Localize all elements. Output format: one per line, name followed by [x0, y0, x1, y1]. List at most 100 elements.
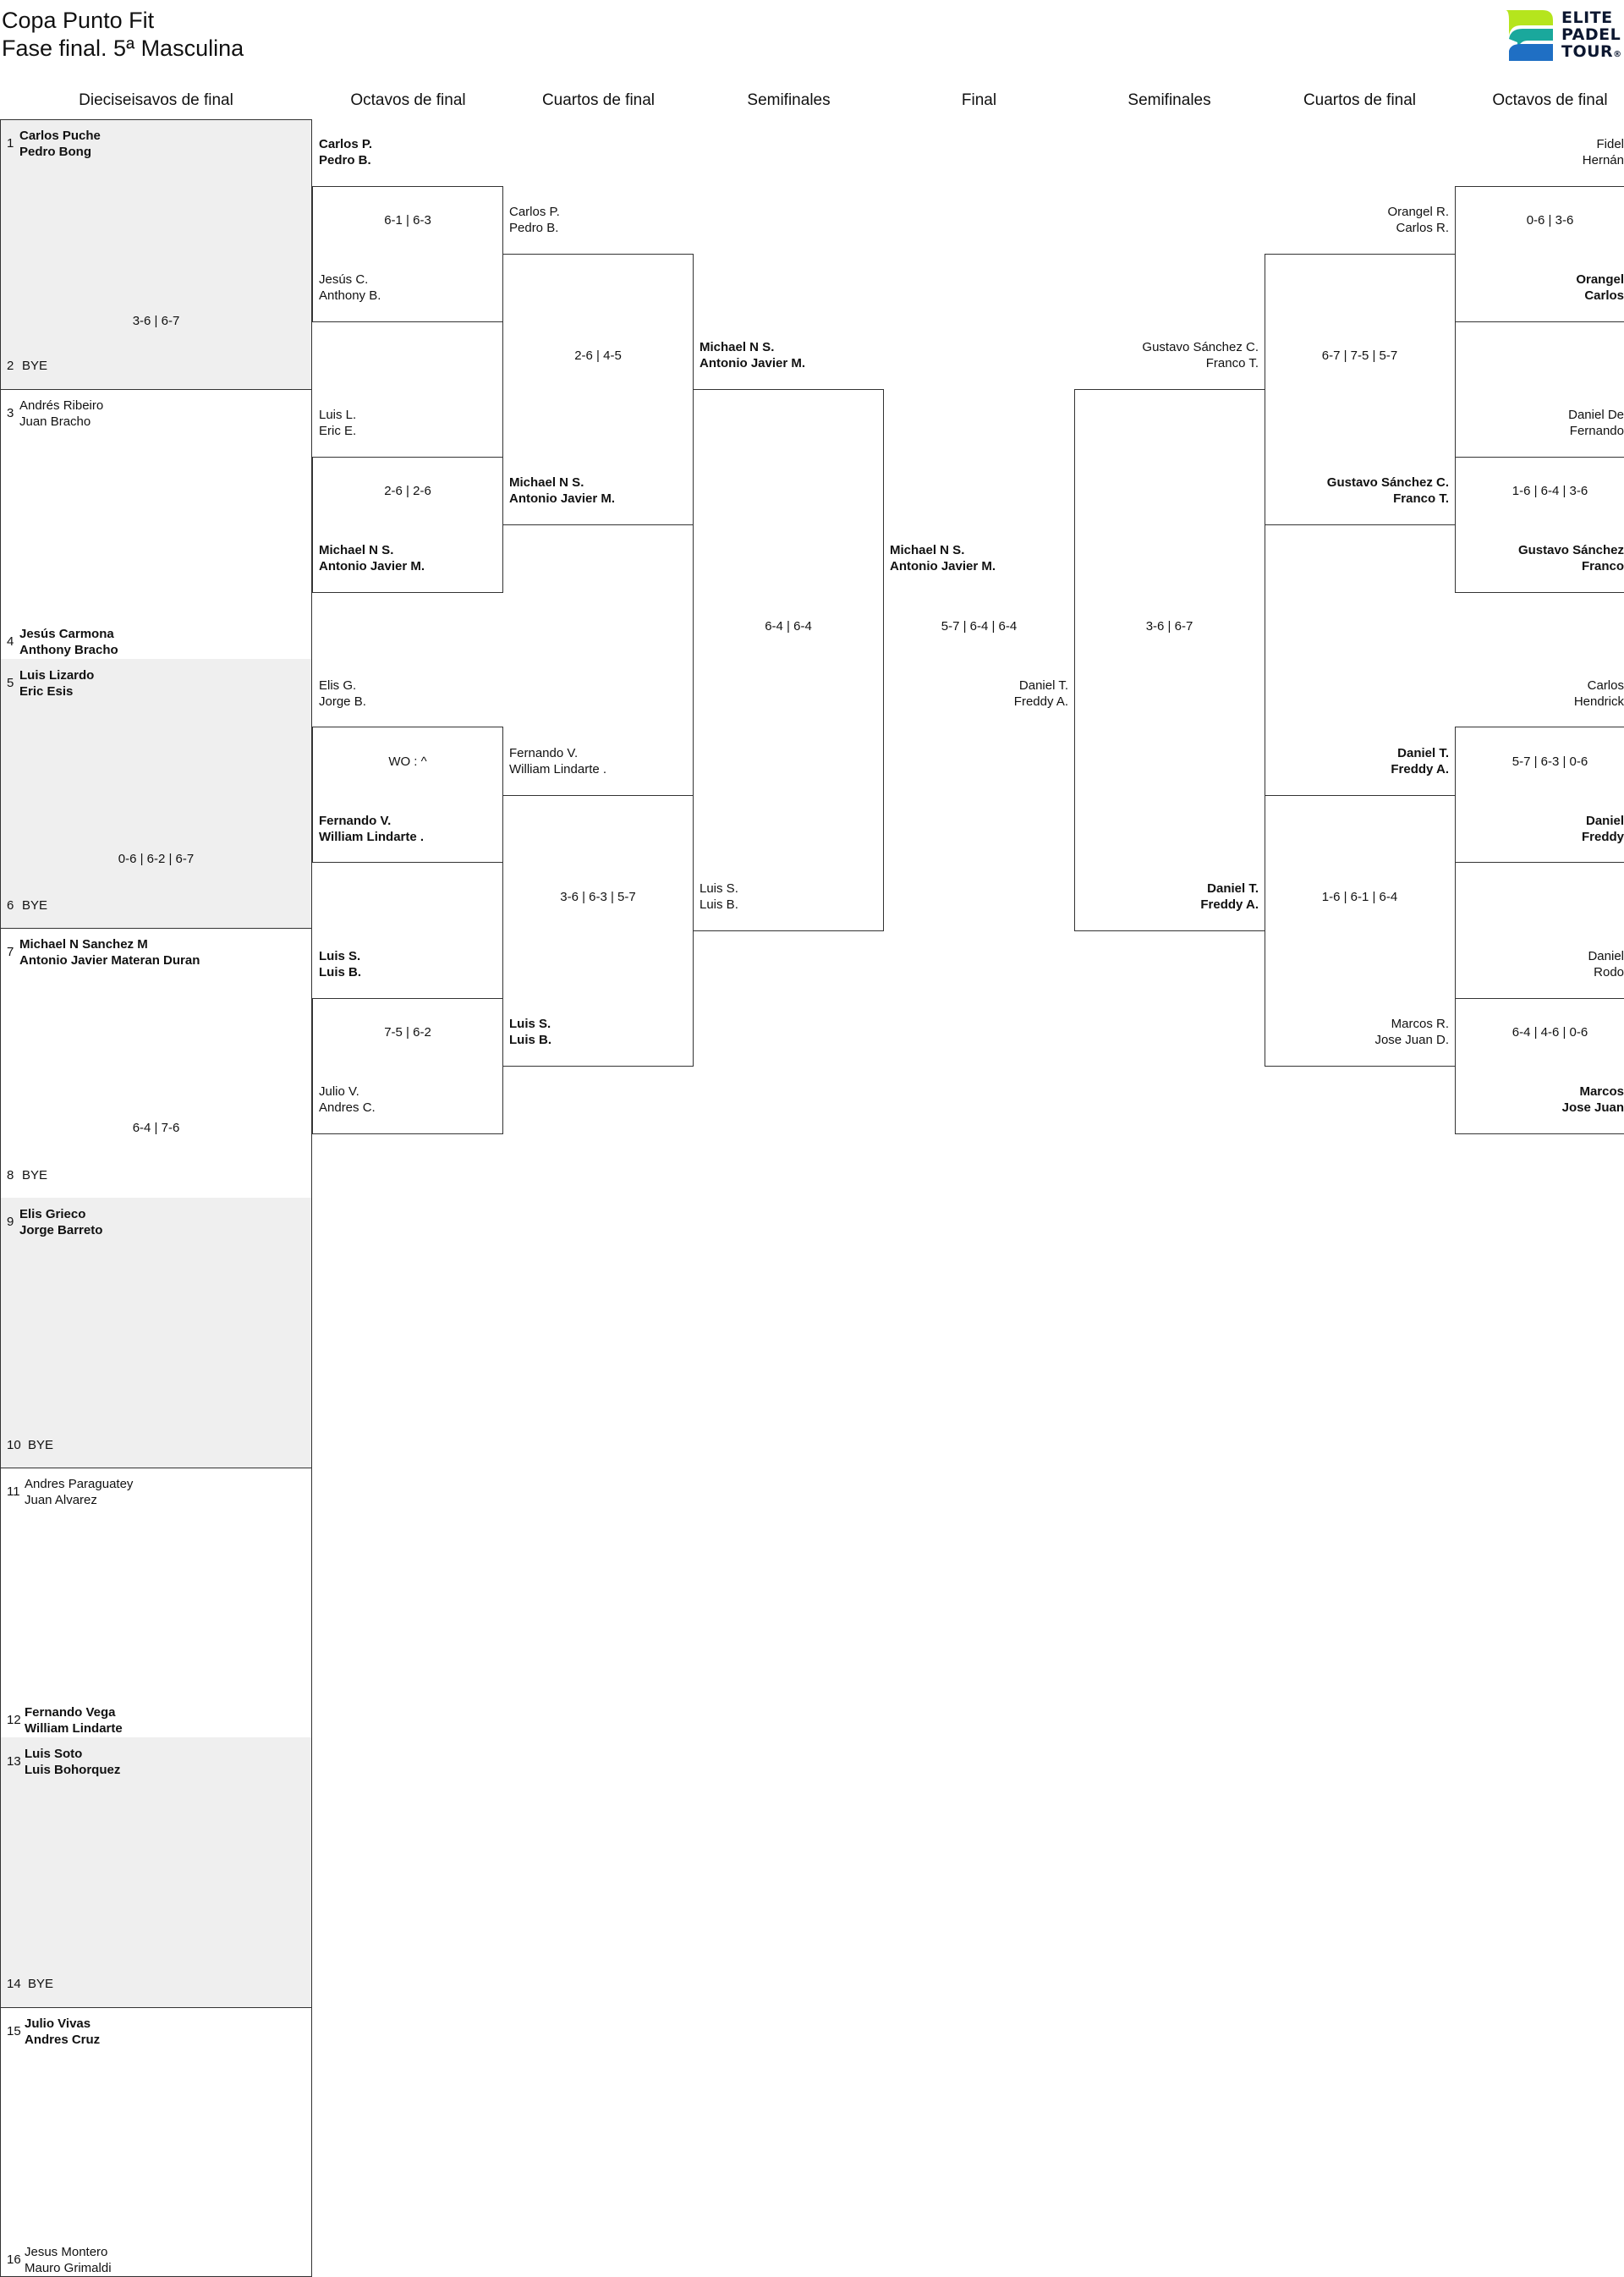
- seed-number: 3: [7, 406, 14, 420]
- right-r16-match-box: [1455, 727, 1624, 863]
- left-r16-team: Carlos P.Pedro B.: [319, 137, 373, 167]
- round-header-left-sf: Semifinales: [747, 91, 831, 109]
- logo-text-line2: PADEL: [1561, 25, 1621, 44]
- left-r16-score: 2-6 | 2-6: [384, 484, 431, 498]
- r32-slot: [0, 119, 312, 254]
- round-header-left-r16: Octavos de final: [350, 91, 466, 109]
- left-qf-score: 3-6 | 6-3 | 5-7: [560, 890, 636, 904]
- left-r16-score: WO : ^: [388, 754, 427, 769]
- r32-separator: [0, 389, 312, 390]
- r32-match-score: 0-6 | 6-2 | 6-7: [118, 852, 195, 866]
- seed-number: 13: [7, 1754, 21, 1769]
- left-r16-score: 7-5 | 6-2: [384, 1025, 431, 1040]
- r32-top-border: [0, 119, 312, 120]
- left-r16-team: Fernando V.William Lindarte .: [319, 814, 425, 844]
- seed-number: 10: [7, 1438, 21, 1452]
- seed-number: 15: [7, 2024, 21, 2038]
- left-r16-team: Luis L.Eric E.: [319, 408, 357, 438]
- right-r16-score: 1-6 | 6-4 | 3-6: [1512, 484, 1588, 498]
- r32-slot: [0, 389, 312, 524]
- seed-number: 8: [7, 1168, 14, 1182]
- left-r16-team: Elis G.Jorge B.: [319, 678, 366, 709]
- r32-match-score: 3-6 | 6-7: [132, 314, 180, 328]
- left-qf-team: Carlos P.Pedro B.: [509, 205, 560, 235]
- bye-label: BYE: [22, 1168, 48, 1182]
- right-r16-score: 0-6 | 3-6: [1526, 213, 1574, 228]
- r32-slot: [0, 928, 312, 1063]
- seed-number: 5: [7, 676, 14, 690]
- right-qf-score: 6-7 | 7-5 | 5-7: [1321, 348, 1398, 363]
- right-qf-score: 1-6 | 6-1 | 6-4: [1321, 890, 1398, 904]
- r32-slot: [0, 524, 312, 659]
- seed-number: 9: [7, 1215, 14, 1229]
- round-header-right-r16: Octavos de final: [1492, 91, 1608, 109]
- left-qf-score: 2-6 | 4-5: [574, 348, 622, 363]
- final-left-team: Michael N S.Antonio Javier M.: [890, 543, 996, 573]
- right-sf-team: Gustavo Sánchez C.Franco T.: [1142, 340, 1259, 370]
- r32-slot: [0, 659, 312, 793]
- final-score: 5-7 | 6-4 | 6-4: [941, 619, 1018, 634]
- right-r16-score: 6-4 | 4-6 | 0-6: [1512, 1025, 1588, 1040]
- right-sf-score: 3-6 | 6-7: [1145, 619, 1193, 634]
- right-qf-match-box: [1265, 795, 1456, 1067]
- right-qf-team: Gustavo Sánchez C.Franco T.: [1326, 475, 1449, 506]
- right-qf-team: Orangel R.Carlos R.: [1387, 205, 1449, 235]
- left-qf-team: Michael N S.Antonio Javier M.: [509, 475, 616, 506]
- page-title: Copa Punto Fit: [2, 8, 155, 33]
- bye-label: BYE: [28, 1438, 54, 1452]
- elite-padel-tour-logo: ELITE PADEL TOUR®: [1502, 8, 1621, 63]
- final-right-team: Daniel T.Freddy A.: [1013, 678, 1068, 709]
- seed-number: 2: [7, 359, 14, 373]
- seed-number: 12: [7, 1713, 21, 1727]
- left-qf-team: Fernando V.William Lindarte .: [509, 746, 607, 776]
- logo-text-line3: TOUR®: [1561, 42, 1622, 61]
- right-qf-match-box: [1265, 254, 1456, 525]
- left-r16-match-box: [312, 727, 503, 863]
- round-header-final: Final: [961, 91, 997, 109]
- right-r16-match-box: [1455, 186, 1624, 322]
- right-sf-team: Daniel T.Freddy A.: [1200, 881, 1259, 912]
- page-subtitle: Fase final. 5ª Masculina: [2, 36, 244, 61]
- bye-label: BYE: [28, 1977, 54, 1991]
- right-r16-match-box: [1455, 998, 1624, 1134]
- r32-slot: [0, 793, 312, 928]
- left-r16-score: 6-1 | 6-3: [384, 213, 431, 228]
- seed-number: 14: [7, 1977, 21, 1991]
- right-r16-match-box: [1455, 457, 1624, 593]
- left-sf-match-box: [693, 389, 884, 931]
- left-r16-team: Julio V.Andres C.: [319, 1084, 376, 1115]
- left-r16-team: Jesús C.Anthony B.: [319, 272, 381, 303]
- seed-number: 7: [7, 945, 14, 959]
- left-r16-team: Luis S.Luis B.: [319, 949, 362, 979]
- r32-separator: [0, 928, 312, 929]
- round-header-left-qf: Cuartos de final: [541, 91, 656, 109]
- right-qf-team: Daniel T.Freddy A.: [1391, 746, 1449, 776]
- bye-label: BYE: [22, 898, 48, 913]
- round-header-right-sf: Semifinales: [1127, 91, 1211, 109]
- right-qf-team: Marcos R.Jose Juan D.: [1374, 1017, 1449, 1047]
- r32-slot: [0, 1063, 312, 1198]
- r32-match-score: 6-4 | 7-6: [132, 1121, 180, 1135]
- left-r16-team: Michael N S.Antonio Javier M.: [319, 543, 425, 573]
- left-sf-team: Michael N S.Antonio Javier M.: [700, 340, 806, 370]
- right-r16-score: 5-7 | 6-3 | 0-6: [1512, 754, 1588, 769]
- seed-number: 11: [7, 1484, 20, 1499]
